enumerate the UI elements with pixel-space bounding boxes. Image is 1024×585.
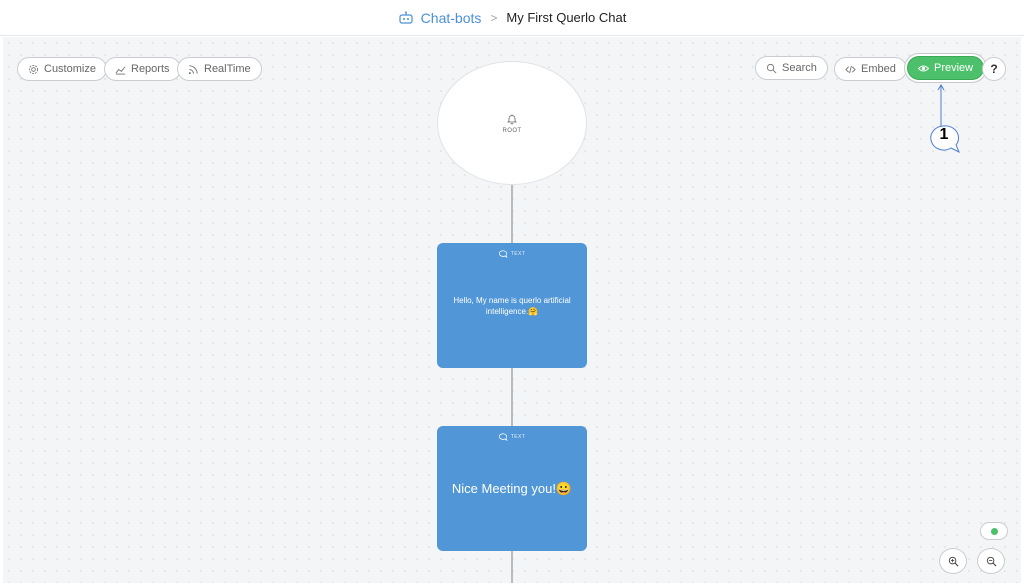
gear-icon — [28, 64, 39, 74]
flow-canvas[interactable]: Customize Reports RealTime Search Embed — [3, 37, 1021, 583]
text-node[interactable]: TEXT Nice Meeting you!😀 — [437, 426, 587, 551]
node-type-label: TEXT — [510, 251, 526, 257]
zoom-in-button[interactable] — [939, 548, 967, 574]
breadcrumb-chatbots-link[interactable]: Chat-bots — [420, 9, 482, 26]
bell-icon — [507, 114, 517, 124]
node-message-text: Hello, My name is querlo artificial inte… — [453, 295, 571, 316]
preview-label: Preview — [934, 62, 974, 74]
customize-button[interactable]: Customize — [17, 57, 107, 81]
zoom-out-icon — [986, 556, 996, 566]
realtime-label: RealTime — [204, 63, 251, 75]
annotation-arrow-icon — [937, 84, 945, 128]
breadcrumb-current: My First Querlo Chat — [506, 10, 627, 25]
code-icon — [845, 65, 856, 73]
help-button[interactable]: ? — [982, 57, 1006, 81]
root-label: ROOT — [502, 127, 522, 134]
rss-icon — [188, 64, 198, 74]
node-type-label: TEXT — [510, 434, 526, 440]
customize-label: Customize — [44, 63, 96, 75]
status-indicator[interactable] — [980, 522, 1008, 540]
preview-button[interactable]: Preview — [907, 56, 985, 80]
breadcrumb-separator: > — [490, 10, 498, 25]
chatbot-icon — [399, 10, 413, 24]
node-type-header: TEXT — [437, 250, 587, 258]
eye-icon — [918, 65, 929, 71]
embed-label: Embed — [861, 63, 896, 75]
root-node[interactable]: ROOT — [437, 61, 587, 185]
status-dot-icon — [990, 527, 998, 535]
speech-bubble-icon — [498, 250, 508, 258]
speech-bubble-icon — [498, 433, 508, 441]
search-icon — [766, 63, 777, 73]
connector-line — [511, 185, 513, 243]
annotation-bubble-icon — [930, 125, 960, 154]
search-label: Search — [782, 62, 817, 74]
reports-label: Reports — [131, 63, 170, 75]
realtime-button[interactable]: RealTime — [177, 57, 262, 81]
chart-icon — [115, 65, 126, 75]
reports-button[interactable]: Reports — [104, 57, 181, 81]
top-bar: Chat-bots > My First Querlo Chat — [0, 0, 1024, 36]
connector-line — [511, 368, 513, 426]
node-type-header: TEXT — [437, 433, 587, 441]
embed-button[interactable]: Embed — [834, 57, 907, 81]
node-message-text: Nice Meeting you!😀 — [451, 480, 573, 496]
annotation-number: 1 — [939, 126, 949, 143]
text-node[interactable]: TEXT Hello, My name is querlo artificial… — [437, 243, 587, 368]
zoom-in-icon — [948, 556, 958, 566]
zoom-out-button[interactable] — [977, 548, 1005, 574]
connector-line — [511, 550, 513, 583]
breadcrumb: Chat-bots > My First Querlo Chat — [398, 9, 627, 26]
search-button[interactable]: Search — [755, 56, 828, 80]
